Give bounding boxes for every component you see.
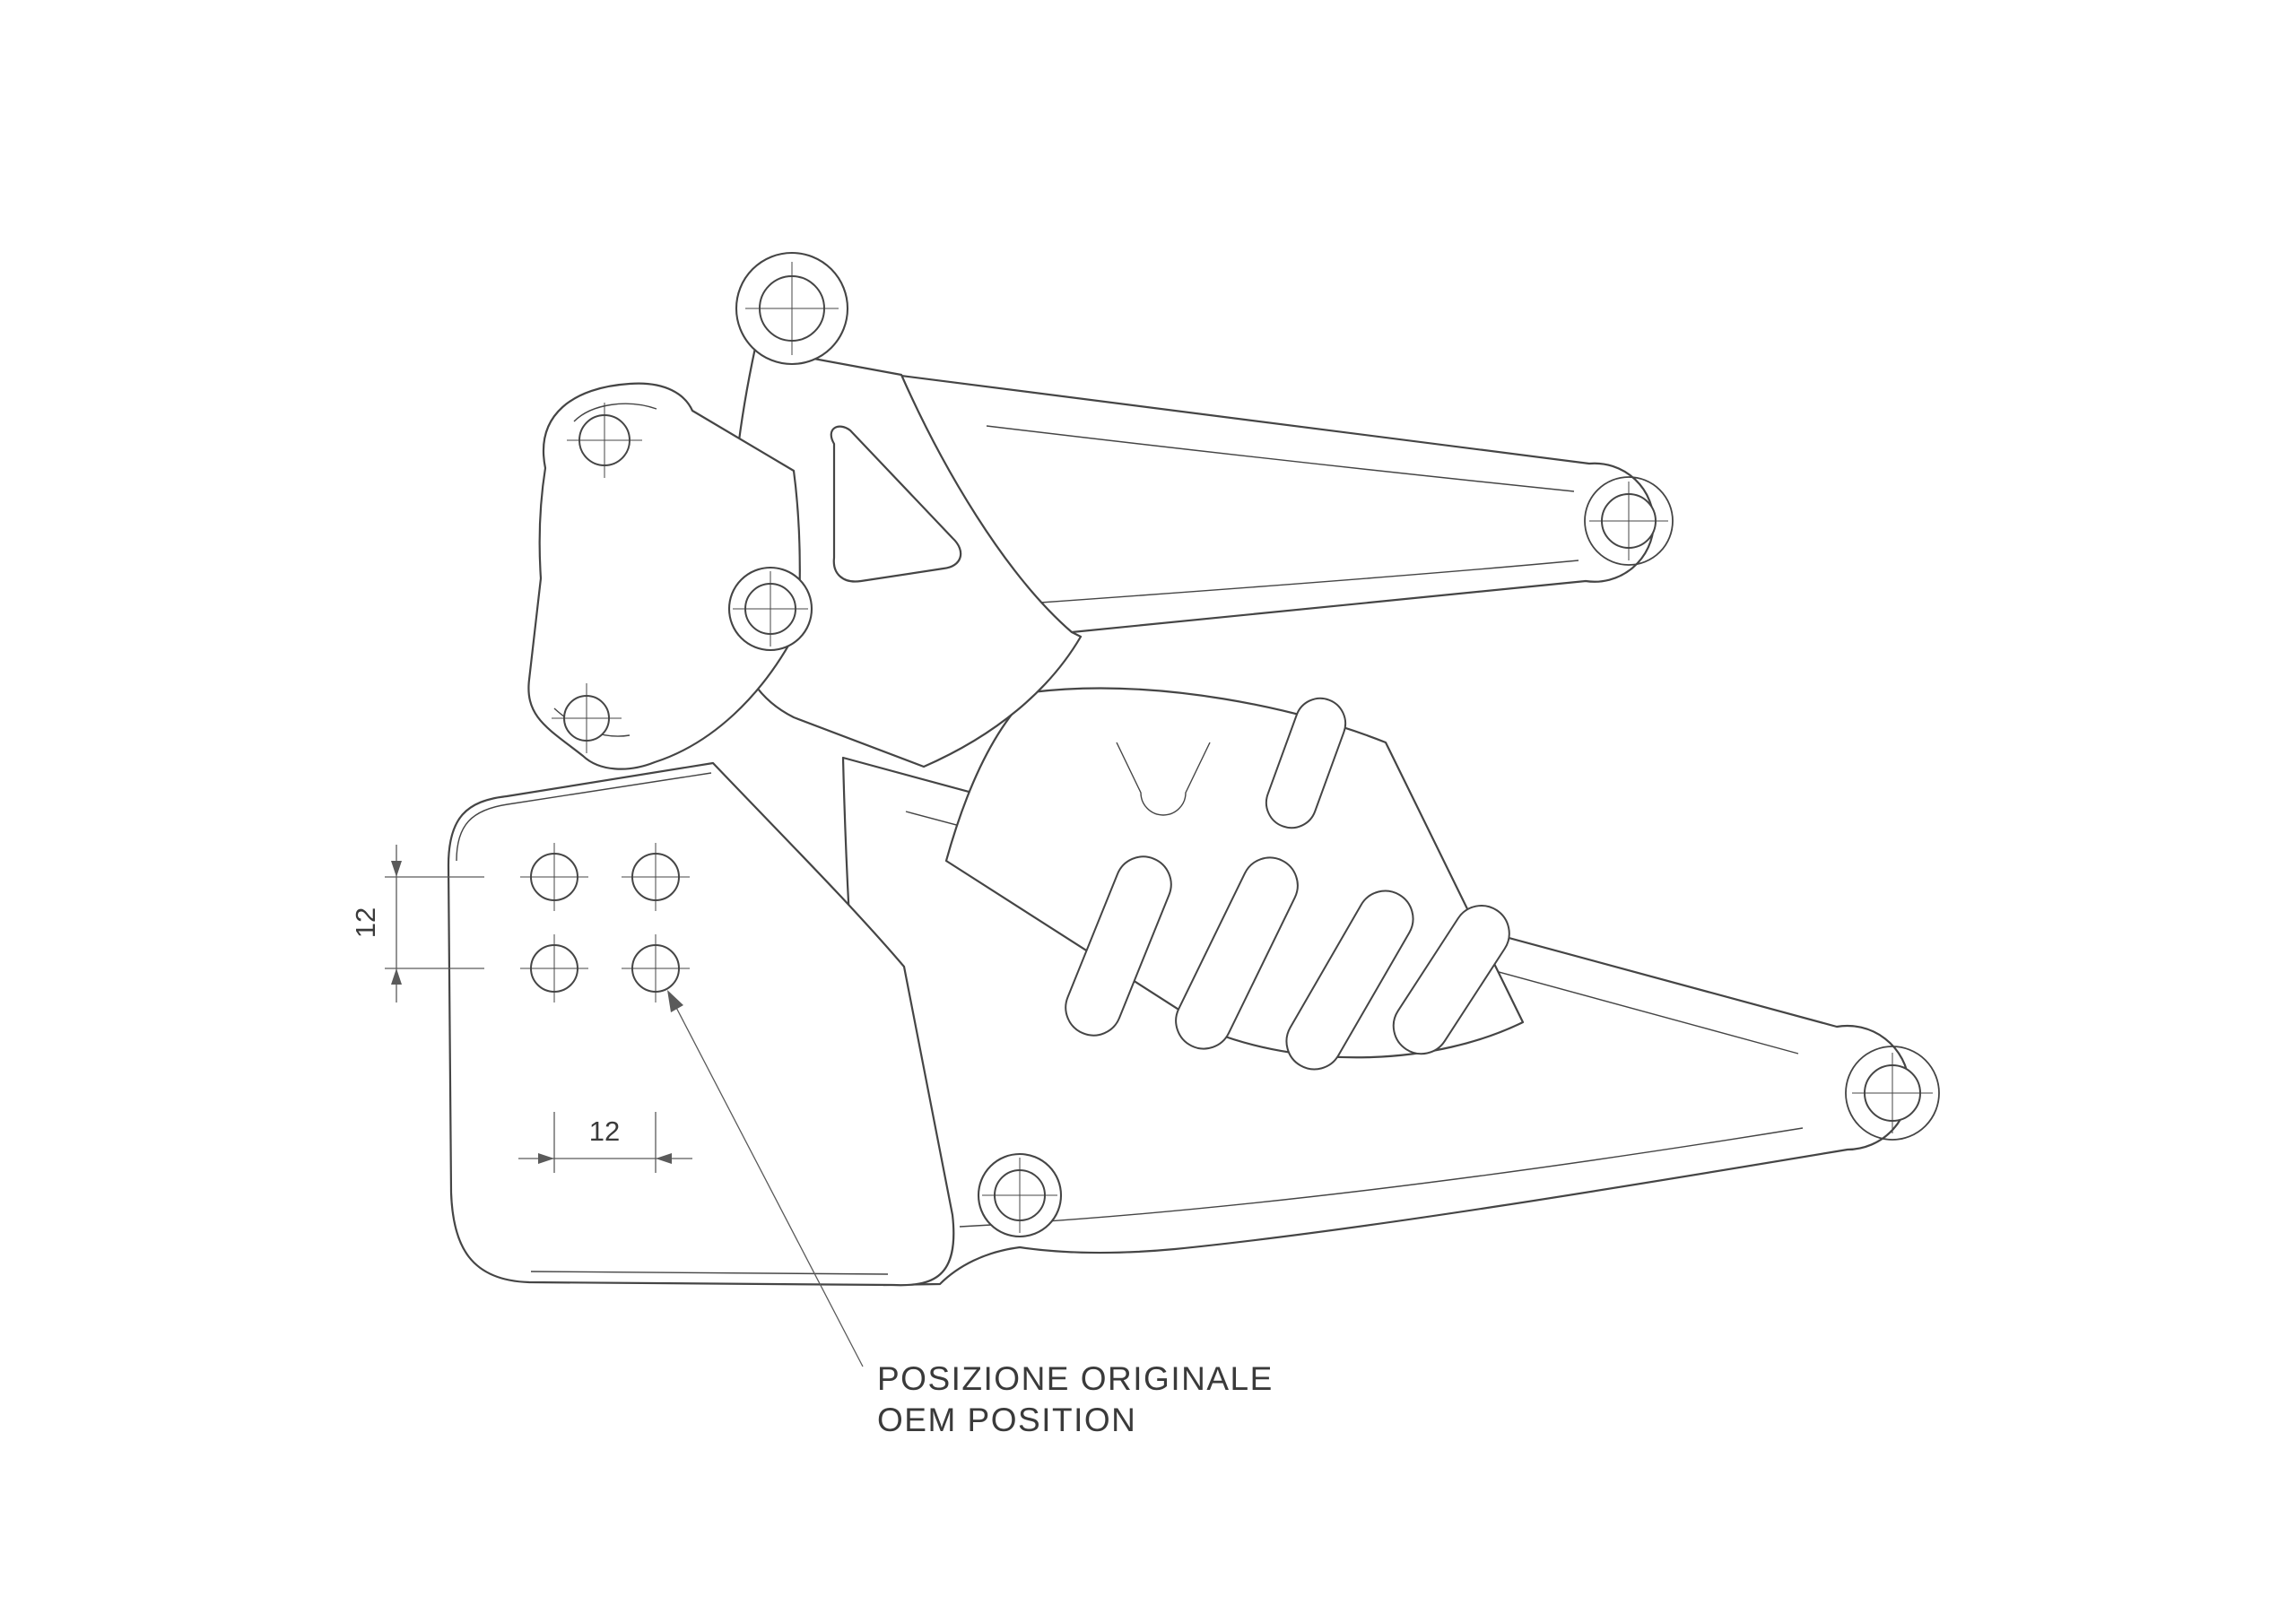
note-line-2: OEM POSITION [877,1402,1136,1438]
triangular-cutout [830,425,962,583]
main-plate-edge-line [456,772,712,862]
slot-cutout [1175,856,1299,1050]
dimension-horizontal-12: 12 [518,1112,692,1173]
dimension-arrow [391,968,402,985]
main-plate-edge-line [530,1271,889,1275]
guard-plate-edge-line [573,403,657,422]
guard-plate-outline [527,382,801,770]
slot-cutout [1285,890,1414,1071]
leader-line [671,998,864,1367]
dimension-value: 12 [350,907,381,938]
web-notch [1116,742,1211,816]
dimension-arrow [391,861,402,877]
leader-note: POSIZIONE ORIGINALE OEM POSITION [667,990,1274,1438]
boss-ring [1584,476,1674,566]
slot-cutout [1065,855,1172,1037]
dimension-vertical-12: 12 [350,845,484,1002]
dimension-arrow [538,1153,554,1164]
slot-cutout [1265,697,1347,829]
main-plate-outline [447,761,955,1287]
dimension-value: 12 [589,1115,620,1147]
slot-cutout [1392,905,1510,1055]
lower-arm-edge-line [959,1127,1804,1228]
upper-arm-edge-line [1039,560,1579,603]
part-outline [447,251,1910,1287]
leader-arrow [667,990,683,1012]
holes [520,262,1940,1233]
dimension-arrow [656,1153,672,1164]
boss-ring [1845,1046,1940,1141]
lightening-slots [1065,697,1510,1071]
upper-arm-edge-line [986,425,1575,492]
note-line-1: POSIZIONE ORIGINALE [877,1360,1274,1397]
